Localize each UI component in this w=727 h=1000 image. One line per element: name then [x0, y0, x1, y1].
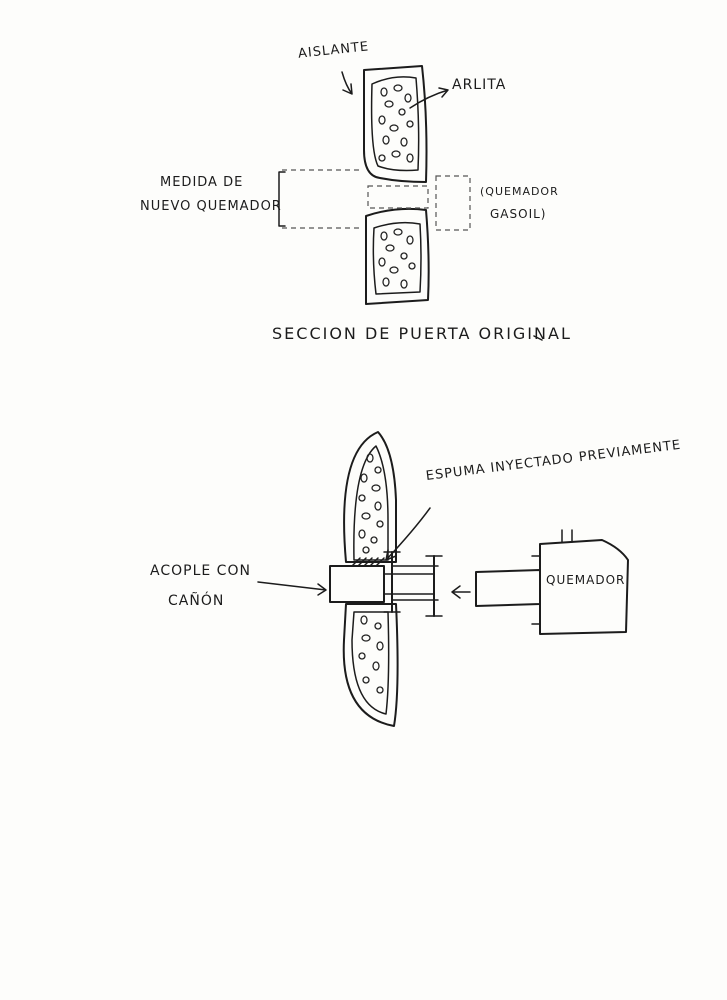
coupling-tube	[329, 565, 385, 603]
burner-nozzle	[475, 569, 541, 607]
upper-door-wall	[363, 65, 428, 183]
lower-arlita-pellets	[378, 228, 416, 289]
upper-arlita-fill	[370, 76, 420, 172]
modified-upper-pellets	[358, 453, 384, 554]
new-burner-dim-bracket	[278, 171, 286, 227]
modified-lower-pellets	[358, 615, 384, 694]
foam-hatch	[351, 557, 385, 567]
label-quemador-gasoil-line2: GASOIL)	[490, 207, 547, 221]
lower-door-wall	[365, 207, 430, 305]
caption-original-door: SECCION DE PUERTA ORIGINAL	[272, 324, 572, 343]
arlita-arrow	[409, 87, 449, 109]
lower-modified-wall	[342, 603, 399, 727]
aislante-arrow	[341, 71, 353, 95]
modified-door-section	[257, 431, 629, 727]
lower-arlita-fill	[372, 221, 422, 295]
burner-insert-arrow	[451, 585, 471, 599]
label-acople-line2: CAÑÓN	[168, 593, 225, 609]
label-quemador-gasoil-line1: (QUEMADOR	[480, 185, 559, 198]
lower-modified-pocket	[351, 611, 390, 715]
label-medida-line1: MEDIDA DE	[160, 175, 244, 190]
label-arlita: ARLITA	[452, 77, 507, 93]
caption-tick	[533, 335, 543, 341]
original-door-section	[278, 65, 543, 341]
upper-arlita-pellets	[378, 84, 414, 163]
label-acople-line1: ACOPLE CON	[150, 563, 251, 579]
label-quemador: QUEMADOR	[546, 573, 626, 587]
flange-sleeve	[383, 573, 435, 595]
burner-body	[539, 539, 629, 635]
label-medida-line2: NUEVO QUEMADOR	[140, 199, 282, 214]
upper-modified-pocket	[353, 445, 389, 561]
acople-arrow	[257, 581, 327, 596]
espuma-arrow	[385, 507, 431, 561]
upper-modified-wall	[343, 431, 397, 563]
gasoil-burner-outline	[435, 175, 471, 231]
burner-opening-outline	[367, 185, 429, 209]
